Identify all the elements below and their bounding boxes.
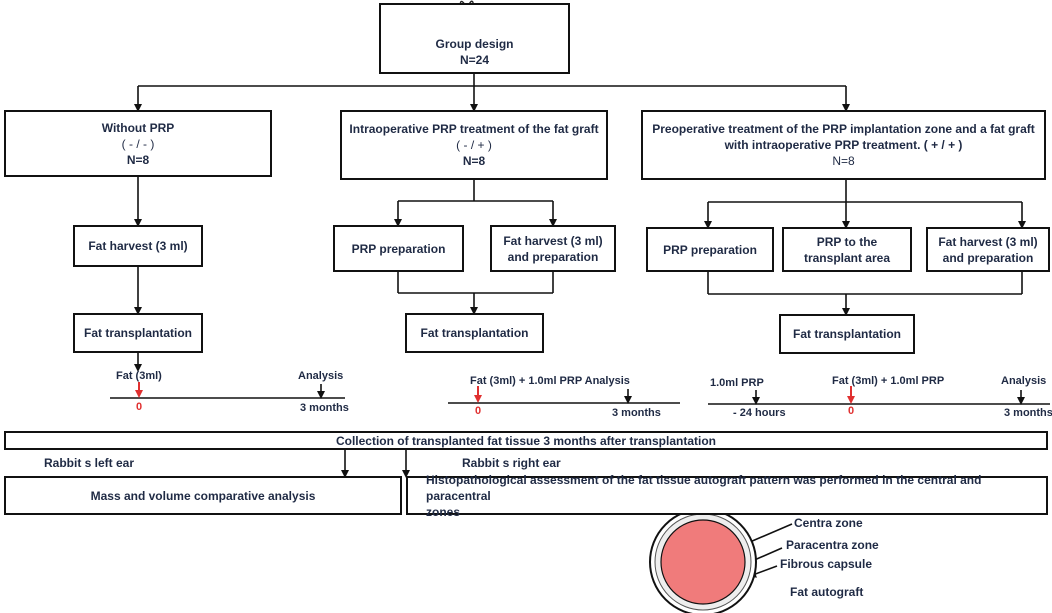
group-title: Intraoperative PRP treatment of the fat … <box>349 122 599 136</box>
fat-transplantation-box: Fat transplantation <box>73 313 203 353</box>
fibrous-capsule-label: Fibrous capsule <box>780 557 873 571</box>
paracentral-zone-label: Paracentra zone <box>786 538 879 552</box>
group-preoperative-prp: Preoperative treatment of the PRP implan… <box>641 110 1046 180</box>
histopathology-box: Histopathological assessment of the fat … <box>406 473 1048 519</box>
group-design-title: Group design <box>435 37 514 51</box>
group-title-line1: Preoperative treatment of the PRP implan… <box>652 122 1035 136</box>
left-ear-label: Rabbit s left ear <box>44 456 135 470</box>
histopathology-line2: zones <box>426 504 461 519</box>
timeline1-analysis-label: Analysis <box>298 370 344 382</box>
fat-transplantation-box: Fat transplantation <box>405 313 544 353</box>
step-label: Fat transplantation <box>792 327 901 341</box>
step-label: PRP preparation <box>663 242 757 257</box>
step-label-line1: Fat harvest (3 ml) <box>938 234 1038 249</box>
mass-volume-box: Mass and volume comparative analysis <box>4 476 402 515</box>
group-code: ( - / - ) <box>121 136 155 151</box>
collection-bar: Collection of transplanted fat tissue 3 … <box>4 431 1048 450</box>
group-without-prp: Without PRP ( - / - ) N=8 <box>4 110 272 177</box>
fat-harvest-preparation-box: Fat harvest (3 ml) and preparation <box>926 227 1050 272</box>
group-title: Without PRP <box>101 120 175 135</box>
prp-to-transplant-box: PRP to the transplant area <box>782 227 912 272</box>
group-code: ( - / + ) <box>456 138 492 152</box>
histopathology-line1: Histopathological assessment of the fat … <box>426 472 982 503</box>
timeline1-fat-label: Fat (3ml) <box>116 370 162 382</box>
group-intraoperative-prp: Intraoperative PRP treatment of the fat … <box>340 110 608 180</box>
timeline2-zero: 0 <box>475 405 482 417</box>
fat-autograft-diagram <box>649 508 757 613</box>
step-label: Fat transplantation <box>83 326 192 340</box>
timeline2-fat-prp-analysis: Fat (3ml) + 1.0ml PRP Analysis <box>470 375 630 387</box>
step-label: PRP preparation <box>351 241 446 256</box>
prp-preparation-box: PRP preparation <box>333 225 464 272</box>
timeline3-minus24: - 24 hours <box>733 407 786 419</box>
group-n: N=8 <box>462 154 486 168</box>
fat-transplantation-box: Fat transplantation <box>779 314 915 354</box>
group-design-box: Group design N=24 <box>379 3 570 74</box>
collection-label: Collection of transplanted fat tissue 3 … <box>335 433 717 448</box>
central-zone-label: Centra zone <box>794 516 863 530</box>
step-label-line1: Fat harvest (3 ml) <box>503 233 603 248</box>
prp-preparation-box: PRP preparation <box>646 227 774 272</box>
right-ear-label: Rabbit s right ear <box>462 456 561 470</box>
timeline3-end: 3 months <box>1004 407 1052 419</box>
step-label: Fat transplantation <box>420 326 529 340</box>
timeline3-analysis-label: Analysis <box>1001 375 1047 387</box>
step-label: Fat harvest (3 ml) <box>88 239 188 253</box>
group-n: N=8 <box>126 152 150 167</box>
step-label-line2: transplant area <box>803 250 891 265</box>
timeline2-end: 3 months <box>612 407 661 419</box>
step-label-line1: PRP to the <box>816 234 878 249</box>
group-title-line2: with intraoperative PRP treatment. ( + /… <box>724 138 963 152</box>
timeline1-end: 3 months <box>300 402 349 414</box>
timeline3-prp-label: 1.0ml PRP <box>710 377 764 389</box>
timeline3-fat-prp-label: Fat (3ml) + 1.0ml PRP <box>832 375 945 387</box>
timeline3-zero: 0 <box>848 405 855 417</box>
mass-volume-label: Mass and volume comparative analysis <box>90 488 316 503</box>
fat-harvest-preparation-box: Fat harvest (3 ml) and preparation <box>490 225 616 272</box>
step-label-line2: and preparation <box>942 250 1034 265</box>
step-label-line2: and preparation <box>507 249 599 264</box>
timeline1-zero: 0 <box>136 401 143 413</box>
fat-autograft-label: Fat autograft <box>790 585 864 599</box>
group-design-n: N=24 <box>459 53 490 67</box>
group-n: N=8 <box>832 154 855 168</box>
fat-harvest-box: Fat harvest (3 ml) <box>73 225 203 267</box>
